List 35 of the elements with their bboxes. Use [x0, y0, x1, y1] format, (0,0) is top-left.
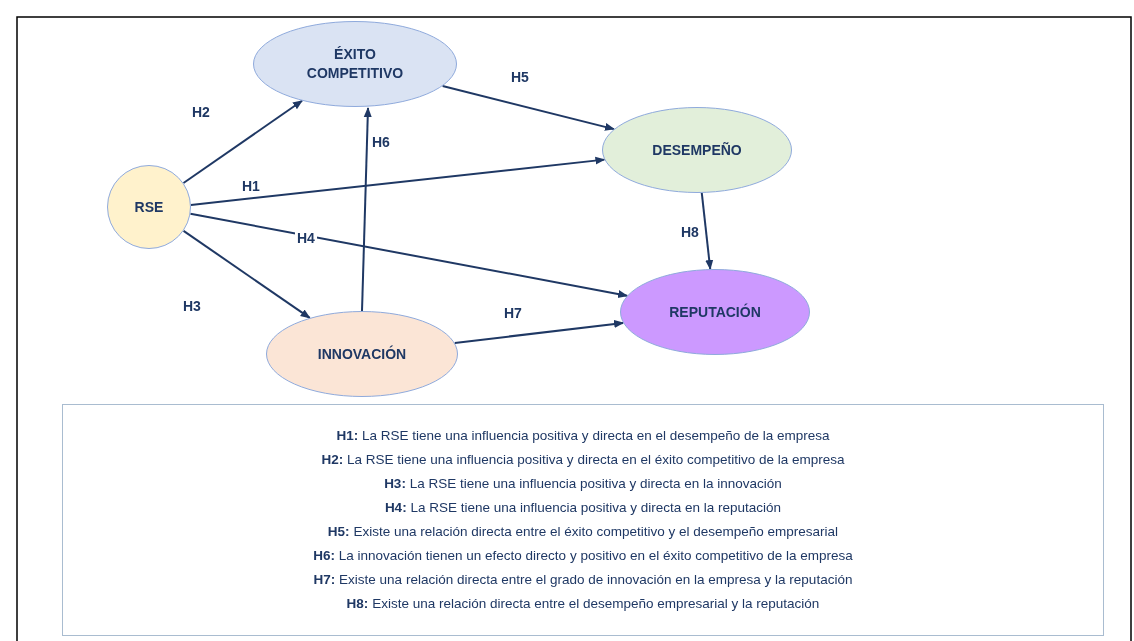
hypothesis-text: H8: Existe una relación directa entre el desempeño empresarial y la reputación — [346, 595, 820, 613]
node-label: DESEMPEÑO — [652, 140, 742, 160]
node-label: INNOVACIÓN — [317, 344, 407, 364]
hypothesis-text: H4: La RSE tiene una influencia positiva y directa en la reputación — [384, 499, 782, 517]
circle-node — [107, 165, 191, 249]
edge-label: H5 — [509, 69, 531, 85]
ellipse-node — [620, 269, 810, 355]
hypothesis-text: H2: La RSE tiene una influencia positiva y directa en el éxito competitivo de la empresa — [321, 451, 845, 469]
hypothesis-text: H3: La RSE tiene una influencia positiva y directa en la innovación — [384, 475, 782, 493]
edge-label: H6 — [370, 134, 392, 150]
node-label: REPUTACIÓN — [669, 302, 761, 322]
arrow — [441, 85, 615, 131]
hypotheses-panel — [62, 404, 1104, 636]
arrow — [189, 156, 606, 206]
edge-label: H8 — [679, 224, 701, 240]
node-label: RSE — [134, 197, 164, 217]
edge-label: H1 — [240, 178, 262, 194]
arrow — [453, 320, 625, 344]
edge-label: H7 — [502, 305, 524, 321]
hypothesis-text: H1: La RSE tiene una influencia positiva y directa en el desempeño de la empresa — [336, 427, 830, 445]
ellipse-node — [602, 107, 792, 193]
hypothesis-text: H6: La innovación tienen un efecto directo y positivo en el éxito competitivo de la empresa — [313, 547, 853, 565]
edge-label: H4 — [295, 230, 317, 246]
edge-label: H3 — [181, 298, 203, 314]
hypothesis-text: H5: Existe una relación directa entre el éxito competitivo y el desempeño empresarial — [327, 523, 839, 541]
node-label: ÉXITO COMPETITIVO — [305, 45, 405, 83]
ellipse-node — [253, 21, 457, 107]
arrow — [700, 191, 714, 271]
ellipse-node — [266, 311, 458, 397]
arrow — [182, 99, 304, 185]
arrow — [189, 212, 629, 298]
arrow — [361, 107, 372, 312]
edge-label: H2 — [190, 104, 212, 120]
arrow — [182, 229, 311, 319]
hypothesis-text: H7: Existe una relación directa entre el grado de innovación en la empresa y la reputación — [313, 571, 853, 589]
